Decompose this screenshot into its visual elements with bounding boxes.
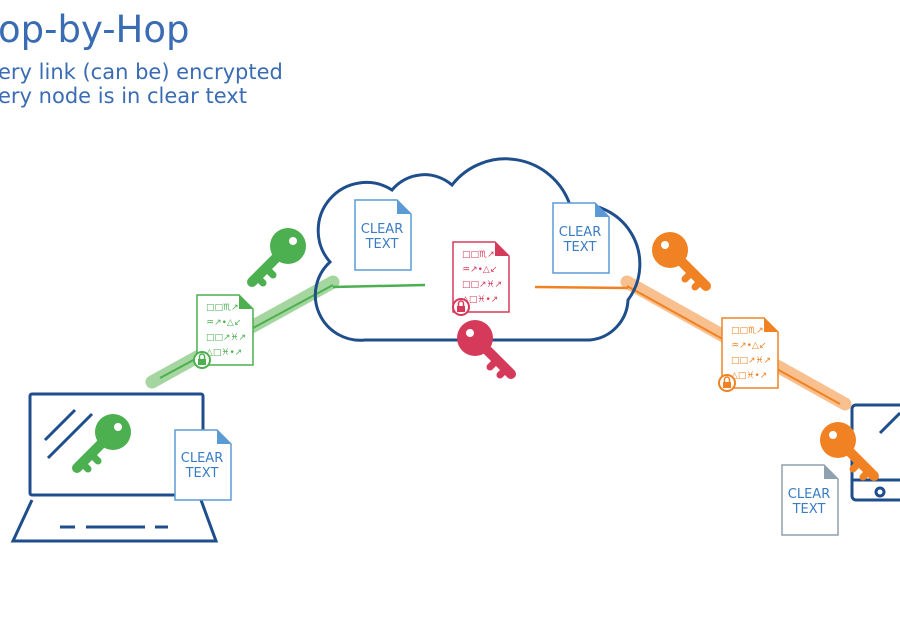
svg-text:CLEAR: CLEAR (559, 225, 601, 240)
lock-icon (451, 297, 471, 317)
svg-text:□□♏↗: □□♏↗ (206, 303, 239, 313)
bullet-link-encrypted: ery link (can be) encrypted (0, 60, 283, 84)
svg-text:□□♏↗: □□♏↗ (462, 250, 495, 260)
cloud-link-orange (534, 285, 629, 290)
svg-text:□□↗♓↗: □□↗♓↗ (462, 280, 502, 290)
clear-text-doc-tablet: CLEAR TEXT (781, 464, 839, 536)
svg-text:♒↗•△↙: ♒↗•△↙ (206, 318, 241, 328)
svg-text:TEXT: TEXT (563, 240, 597, 255)
cipher-doc-green: □□♏↗ ♒↗•△↙ □□↗♓↗ △□♓•↗ (192, 294, 254, 370)
clear-text-doc-cloud-left: CLEAR TEXT (354, 199, 412, 271)
clear-text-doc-laptop: CLEAR TEXT (174, 429, 232, 501)
page-title: op-by-Hop (0, 8, 190, 51)
svg-text:♒↗•△↙: ♒↗•△↙ (462, 265, 497, 275)
key-icon-cloud (457, 320, 511, 375)
svg-text:TEXT: TEXT (365, 237, 399, 252)
svg-text:CLEAR: CLEAR (181, 451, 223, 466)
svg-text:△□♓•↗: △□♓•↗ (462, 295, 498, 305)
clear-text-doc-cloud-right: CLEAR TEXT (552, 202, 610, 274)
bullet-node-clear: ery node is in clear text (0, 84, 247, 108)
svg-text:TEXT: TEXT (185, 466, 219, 481)
cipher-doc-orange: □□♏↗ ♒↗•△↙ □□↗♓↗ △□♓•↗ (717, 317, 779, 393)
svg-text:□□↗♓↗: □□↗♓↗ (731, 356, 771, 366)
svg-text:CLEAR: CLEAR (788, 487, 830, 502)
svg-text:TEXT: TEXT (792, 502, 826, 517)
svg-text:△□♓•↗: △□♓•↗ (206, 348, 242, 358)
tablet-icon (850, 403, 900, 502)
key-icon-green-link (252, 228, 306, 283)
svg-text:CLEAR: CLEAR (361, 222, 403, 237)
cipher-doc-red: □□♏↗ ♒↗•△↙ □□↗♓↗ △□♓•↗ (451, 241, 510, 317)
key-icon-orange-link (652, 232, 706, 287)
svg-text:♒↗•△↙: ♒↗•△↙ (731, 341, 766, 351)
svg-text:□□↗♓↗: □□↗♓↗ (206, 333, 246, 343)
lock-icon (717, 373, 737, 393)
lock-icon (192, 350, 212, 370)
cloud-link-green (332, 283, 426, 289)
svg-text:□□♏↗: □□♏↗ (731, 326, 764, 336)
cloud-icon (313, 157, 642, 342)
svg-text:△□♓•↗: △□♓•↗ (731, 371, 767, 381)
